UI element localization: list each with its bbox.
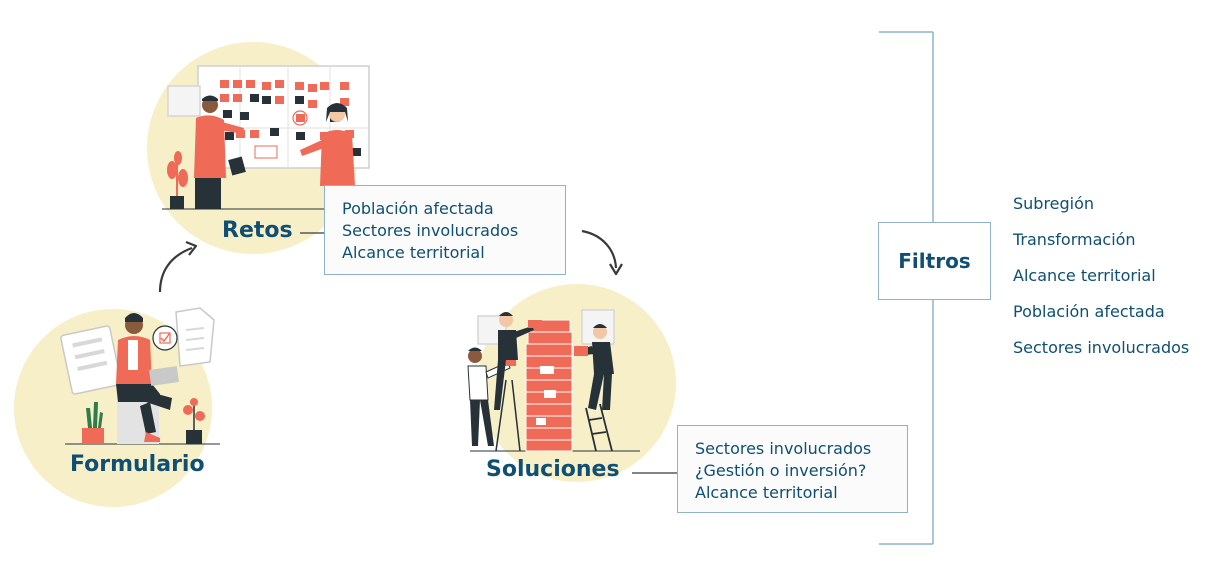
retos-item: Alcance territorial — [342, 243, 485, 262]
filtros-label: Filtros — [898, 249, 971, 273]
soluciones-info-box: Sectores involucrados ¿Gestión o inversi… — [677, 425, 908, 513]
filtro-item: Transformación — [1013, 230, 1136, 249]
retos-label: Retos — [222, 218, 293, 243]
formulario-label: Formulario — [70, 452, 205, 477]
filtro-item: Sectores involucrados — [1013, 338, 1190, 357]
filtros-box: Filtros — [878, 222, 991, 300]
retos-item: Sectores involucrados — [342, 221, 519, 240]
arrow-up-icon — [158, 240, 198, 293]
soluciones-illustration — [467, 309, 640, 452]
retos-illustration — [162, 65, 370, 210]
retos-info-box: Población afectada Sectores involucrados… — [324, 185, 566, 275]
soluciones-item: ¿Gestión o inversión? — [695, 461, 867, 480]
soluciones-item: Sectores involucrados — [695, 439, 872, 458]
formulario-illustration — [60, 307, 220, 445]
filtro-item: Población afectada — [1013, 302, 1165, 321]
filtros-list: Subregión Transformación Alcance territo… — [1013, 193, 1189, 373]
filtro-item: Subregión — [1013, 194, 1095, 213]
arrow-down-icon — [581, 229, 623, 276]
soluciones-label: Soluciones — [486, 457, 620, 482]
retos-item: Población afectada — [342, 199, 494, 218]
filtro-item: Alcance territorial — [1013, 266, 1156, 285]
soluciones-item: Alcance territorial — [695, 483, 838, 502]
